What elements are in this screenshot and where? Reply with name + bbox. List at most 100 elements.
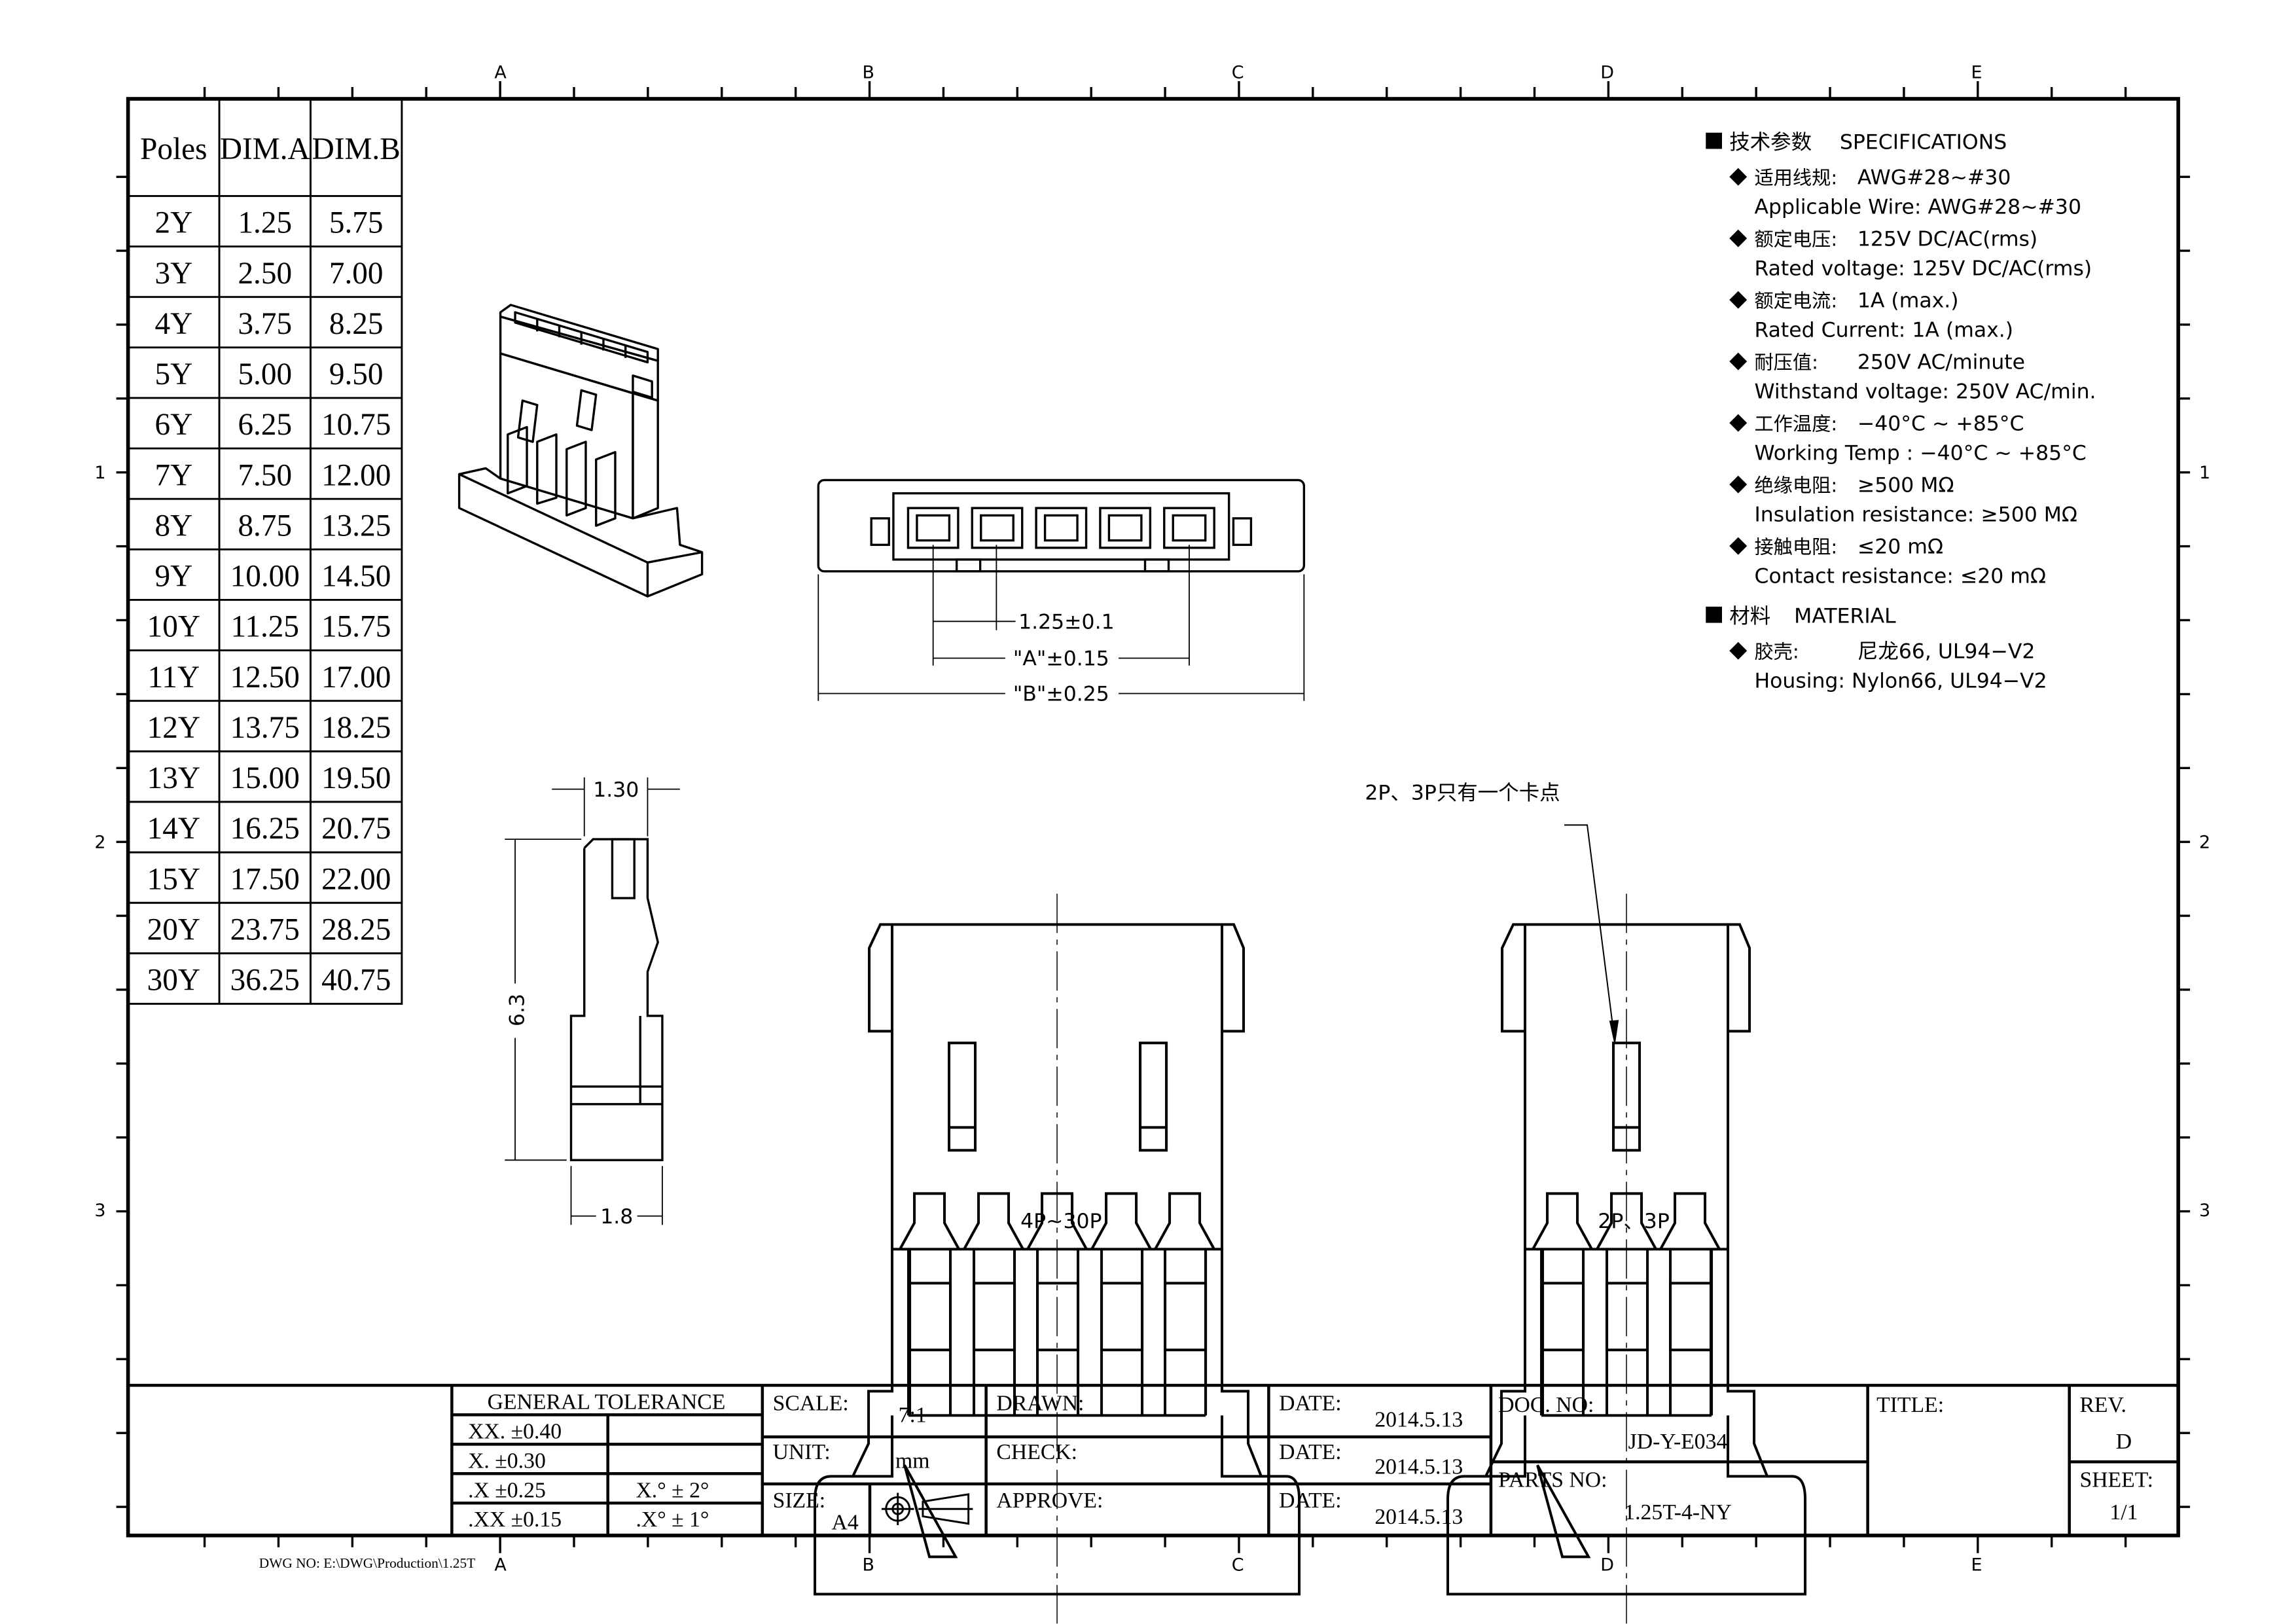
tolerance-x: X. ±0.30 xyxy=(468,1449,546,1473)
table-cell: 12.50 xyxy=(230,660,300,695)
outline xyxy=(1090,1192,1152,1250)
spec-value: ≤20 mΩ xyxy=(1857,535,1943,558)
spec-label-cn: 额定电压: xyxy=(1754,228,1837,250)
diamond-bullet-icon xyxy=(1729,475,1748,494)
spec-value: AWG#28~#30 xyxy=(1857,166,2011,189)
table-cell: 10.75 xyxy=(321,408,391,442)
table-cell: 23.75 xyxy=(230,912,300,947)
spec-heading-en: SPECIFICATIONS xyxy=(1840,130,2007,154)
table-cell: 15.00 xyxy=(230,761,300,795)
outline xyxy=(1727,924,1770,1478)
diamond-bullet-icon xyxy=(1729,641,1748,660)
parts-no-label: PARTS NO: xyxy=(1498,1468,1607,1492)
outline xyxy=(1501,923,1751,1033)
diamond-bullet-icon xyxy=(1729,352,1748,370)
angle-tolerance-2: .X° ± 1° xyxy=(636,1507,709,1532)
top-view xyxy=(817,478,1306,573)
spec-value: 尼龙66, UL94−V2 xyxy=(1857,640,2036,664)
table-cell: 8Y xyxy=(154,509,192,543)
contact-window xyxy=(1605,1282,1649,1352)
table-cell: 8.25 xyxy=(329,307,384,341)
date-approve: 2014.5.13 xyxy=(1374,1505,1463,1529)
latch xyxy=(948,1041,977,1152)
outline xyxy=(1483,924,1527,1478)
contact-cavity xyxy=(1163,507,1215,549)
spec-label-cn: 额定电流: xyxy=(1754,289,1837,312)
dim-a-label: "A"±0.15 xyxy=(1013,647,1109,671)
spec-heading-cn: 技术参数 xyxy=(1729,130,1812,154)
spec-line-en: Applicable Wire: AWG#28~#30 xyxy=(1754,195,2081,219)
section-square-icon xyxy=(1706,606,1722,623)
diamond-bullet-icon xyxy=(1729,229,1748,247)
table-cell: 13.75 xyxy=(230,711,300,745)
tolerance-xx: XX. ±0.40 xyxy=(468,1419,562,1443)
outline xyxy=(1221,924,1264,1478)
front-view-label-right: 2P、3P xyxy=(1598,1210,1669,1233)
section-square-icon xyxy=(1706,132,1722,149)
latch-note: 2P、3P只有一个卡点 xyxy=(1365,781,1560,804)
angle-tolerance-1: X.° ± 2° xyxy=(636,1478,709,1502)
table-cell: 12.00 xyxy=(321,458,391,492)
table-header: DIM.B xyxy=(312,132,401,166)
table-cell: 8.75 xyxy=(238,509,292,543)
contact-cavity-inner xyxy=(1107,514,1143,542)
rev-value: D xyxy=(2116,1430,2132,1454)
contact-cavity xyxy=(1099,507,1152,549)
diamond-bullet-icon xyxy=(1729,537,1748,555)
title-block: GENERAL TOLERANCE XX. ±0.40 X. ±0.30 .X … xyxy=(128,1384,2179,1536)
size-label: SIZE: xyxy=(773,1489,826,1513)
table-cell: 5.00 xyxy=(238,357,292,391)
table-cell: 6Y xyxy=(154,408,192,442)
contact-cavity-inner xyxy=(916,514,951,542)
table-cell: 3Y xyxy=(154,257,192,291)
spec-line-en: Working Temp : −40°C ~ +85°C xyxy=(1754,441,2086,465)
tolerance-dot-x: .X ±0.25 xyxy=(468,1478,546,1502)
table-cell: 10Y xyxy=(147,610,200,644)
scale-label: SCALE: xyxy=(773,1392,849,1416)
table-cell: 17.50 xyxy=(230,862,300,896)
date-label-approve: DATE: xyxy=(1279,1489,1342,1513)
row-label-right: 1 xyxy=(2199,463,2210,483)
table-cell: 36.25 xyxy=(230,964,300,998)
table-cell: 9Y xyxy=(154,560,192,594)
outline xyxy=(1026,1192,1088,1250)
spec-line-en: Insulation resistance: ≥500 MΩ xyxy=(1754,503,2077,526)
spec-label-cn: 接触电阻: xyxy=(1754,535,1837,558)
side-width-top-dim: 1.30 xyxy=(593,778,639,802)
contact-window xyxy=(1100,1282,1144,1352)
table-cell: 13Y xyxy=(147,761,200,795)
spec-value: 125V DC/AC(rms) xyxy=(1857,227,2037,251)
approve-label: APPROVE: xyxy=(996,1489,1103,1513)
column-label-bottom: A xyxy=(494,1555,507,1576)
outline xyxy=(963,1192,1024,1250)
table-cell: 15Y xyxy=(147,862,200,896)
spec-label-cn: 工作温度: xyxy=(1754,412,1837,435)
check-label: CHECK: xyxy=(996,1440,1077,1464)
contact-cavity-inner xyxy=(1172,514,1207,542)
side-view xyxy=(569,838,664,1162)
spec-label-cn: 耐压值: xyxy=(1754,351,1818,373)
column-label-top: B xyxy=(862,63,874,83)
general-tolerance-heading: GENERAL TOLERANCE xyxy=(488,1390,726,1414)
latch xyxy=(1139,1041,1168,1152)
diamond-bullet-icon xyxy=(1729,291,1748,309)
spec-line-en: Rated Current: 1A (max.) xyxy=(1754,318,2013,342)
contact-window xyxy=(1541,1282,1585,1352)
table-cell: 19.50 xyxy=(321,761,391,795)
table-cell: 7Y xyxy=(154,458,192,492)
table-cell: 20.75 xyxy=(321,812,391,846)
column-label-top: C xyxy=(1232,63,1244,83)
side-view-dimensions xyxy=(505,777,680,1225)
material-heading-cn: 材料 xyxy=(1729,605,1770,628)
top-view-dimensions xyxy=(817,545,1305,701)
sheet-value: 1/1 xyxy=(2109,1500,2138,1525)
table-cell: 10.00 xyxy=(230,560,300,594)
column-label-top: D xyxy=(1600,63,1614,83)
table-cell: 22.00 xyxy=(321,862,391,896)
spec-label-cn: 适用线规: xyxy=(1754,166,1837,189)
outline xyxy=(899,1192,960,1250)
spec-value: ≥500 MΩ xyxy=(1857,473,1954,497)
spec-value: 1A (max.) xyxy=(1857,289,1959,312)
